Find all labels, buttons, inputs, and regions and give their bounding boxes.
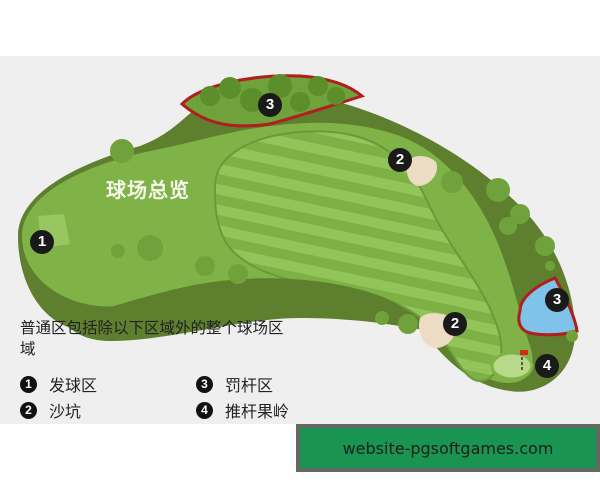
marker-penalty-area-top: 3 [258,93,282,117]
legend-label: 发球区 [49,376,98,395]
trees-scattered [110,139,578,342]
marker-penalty-area-water: 3 [545,288,569,312]
bunker-top [406,156,438,186]
legend-item-tee: 1 发球区 [20,372,97,396]
legend-label: 沙坑 [49,402,82,421]
rough-lower [60,278,430,341]
legend-label: 罚杆区 [225,376,274,395]
map-title: 球场总览 [106,178,190,202]
course-overview-panel: 球场总览 1 2 2 3 3 4 普通区包括除以下区域外的整个球场区域 1 发球… [0,56,600,424]
marker-bunker-top: 2 [388,148,412,172]
watermark-text: website-pgsoftgames.com [300,428,596,468]
marker-tee-box: 1 [30,230,54,254]
legend-item-green: 4 推杆果岭 [196,398,289,422]
marker-putting-green: 4 [535,354,559,378]
legend-label: 推杆果岭 [225,402,290,421]
marker-bunker-bottom: 2 [443,312,467,336]
legend-description: 普通区包括除以下区域外的整个球场区域 [20,319,284,358]
trees-top [200,74,345,112]
number-1-icon: 1 [20,375,37,393]
number-4-icon: 4 [196,401,213,419]
course-map-illustration [18,74,579,392]
legend-item-penalty: 3 罚杆区 [196,372,273,396]
watermark-banner: website-pgsoftgames.com [296,424,600,472]
number-3-icon: 3 [196,375,213,393]
flag [520,350,528,355]
legend-item-bunker: 2 沙坑 [20,398,81,422]
number-2-icon: 2 [20,401,37,419]
putting-green [490,351,534,381]
